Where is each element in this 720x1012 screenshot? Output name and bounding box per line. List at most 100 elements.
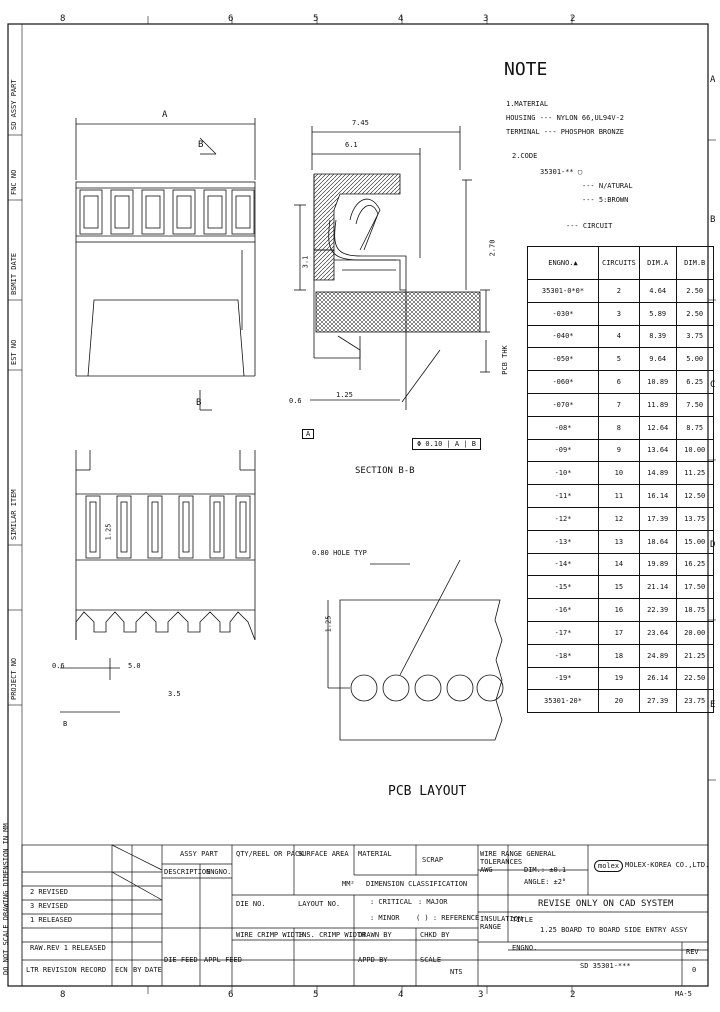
appl-feed-label: APPL FEED	[204, 956, 242, 964]
rev-label: REV	[686, 948, 699, 956]
pcb-layout	[327, 559, 504, 741]
note-line-4: 2.CODE	[512, 152, 538, 160]
description-label: DESCRIPTION	[164, 868, 211, 876]
circuit-table-cell: -12*	[527, 506, 599, 531]
awg-label: AWG	[480, 866, 493, 874]
circuit-table-cell: 16.25	[675, 552, 714, 577]
zone-top-3: 3	[483, 14, 489, 24]
circuit-table-cell: -19*	[527, 666, 599, 691]
circuit-table-cell: 35301-20*	[527, 689, 599, 714]
circuit-table-cell: -15*	[527, 575, 599, 600]
dim-g-label: 0.6	[52, 662, 65, 670]
circuit-table-cell: 22.50	[675, 666, 714, 691]
revision-record: LTR REVISION RECORD	[26, 966, 107, 974]
title-label: TITLE	[512, 916, 534, 924]
zone-right-b: B	[710, 215, 716, 225]
surface-area: SURFACE AREA	[298, 850, 349, 858]
engno-value: SD 35301-***	[580, 962, 631, 970]
circuit-table-cell: -18*	[527, 643, 599, 668]
zone-bottom-5: 5	[313, 990, 319, 1000]
rev-value: 0	[692, 966, 697, 974]
note-line-2: HOUSING --- NYLON 66,UL94V-2	[506, 114, 625, 122]
zone-top-4: 4	[398, 14, 404, 24]
circuit-table-cell: -14*	[527, 552, 599, 577]
reference-label: ( ) : REFERENCE	[416, 914, 480, 922]
section-title: SECTION B-B	[355, 466, 415, 476]
circuit-table-cell: 13.75	[675, 506, 714, 531]
circuit-table-header-cell: ENGNO.▲	[527, 246, 599, 280]
zone-bottom-8: 8	[60, 990, 66, 1000]
cad-notice: REVISE ONLY ON CAD SYSTEM	[538, 899, 674, 909]
angle-tolerance: ANGLE: ±2°	[524, 878, 567, 886]
molex-logo: molex	[594, 860, 624, 872]
section-mark-bottom: B	[196, 398, 202, 408]
material-label: MATERIAL	[358, 850, 392, 858]
rev-row-2: 3 REVISED	[30, 902, 68, 910]
die-no-label: DIE NO.	[236, 900, 266, 908]
circuit-table-cell: -13*	[527, 529, 599, 554]
dim-h-label: 3.5	[168, 690, 181, 698]
top-view	[60, 450, 256, 713]
note-line-7: --- 5:BROWN	[582, 196, 629, 204]
circuit-table-cell: 20.00	[675, 620, 714, 645]
die-feed-label: DIE FEED	[164, 956, 198, 964]
engno-col-label: ENGNO.	[206, 868, 232, 876]
rev-row-4: RAW.REV 1 RELEASED	[30, 944, 106, 952]
mm2-label: MM²	[342, 880, 355, 888]
datum-b-box: B	[63, 720, 68, 728]
dim-e-section: 1.25	[336, 391, 353, 399]
rev-row-1: 2 REVISED	[30, 888, 68, 896]
drawing-title: 1.25 BOARD TO BOARD SIDE ENTRY ASSY	[540, 926, 688, 934]
appd-by-label: APPD BY	[358, 956, 388, 964]
sheet-code: MA-5	[675, 990, 692, 998]
circuit-table-header-cell: DIM.B	[675, 246, 714, 280]
zone-bottom-6: 6	[228, 990, 234, 1000]
position-tolerance: Φ 0.10 | A | B	[412, 438, 482, 450]
zone-right-a: A	[710, 75, 716, 85]
rev-row-3: 1 RELEASED	[30, 916, 73, 924]
ins-crimp-label: INS. CRIMP WIDTH	[298, 931, 366, 939]
scrap-label: SCRAP	[422, 856, 444, 864]
dimension-classification: DIMENSION CLASSIFICATION	[366, 880, 468, 888]
scale-label: SCALE	[420, 956, 442, 964]
circuit-table-cell: 15.00	[675, 529, 714, 554]
circuit-table-cell: 19	[598, 666, 640, 691]
note-line-6: --- N/ATURAL	[582, 182, 633, 190]
scale-value: NTS	[450, 968, 463, 976]
circuit-table-cell: -16*	[527, 598, 599, 622]
checked-by-label: CHKD BY	[420, 931, 450, 939]
dim-g-section: 0.6	[289, 397, 302, 405]
insulation-range: INSULATION RANGE	[480, 915, 523, 931]
circuit-table-header-cell: CIRCUITS	[598, 246, 640, 280]
assy-part: ASSY PART	[180, 850, 218, 858]
general-tolerances: WIRE RANGE GENERAL TOLERANCES	[480, 850, 556, 866]
wire-crimp-label: WIRE CRIMP WIDTH	[236, 931, 304, 939]
circuit-table-cell: 18	[598, 643, 640, 668]
section-view	[294, 126, 490, 410]
circuit-table-cell: 17.50	[675, 575, 714, 600]
zone-top-5: 5	[313, 14, 319, 24]
note-line-8: --- CIRCUIT	[566, 222, 613, 230]
dim-a-label: A	[162, 110, 168, 120]
engno-label: ENGNO.	[512, 944, 538, 952]
pcb-title: PCB LAYOUT	[388, 784, 467, 799]
dim-f-label: 5.0	[128, 662, 141, 670]
circuit-table-cell: 21.25	[675, 643, 714, 668]
